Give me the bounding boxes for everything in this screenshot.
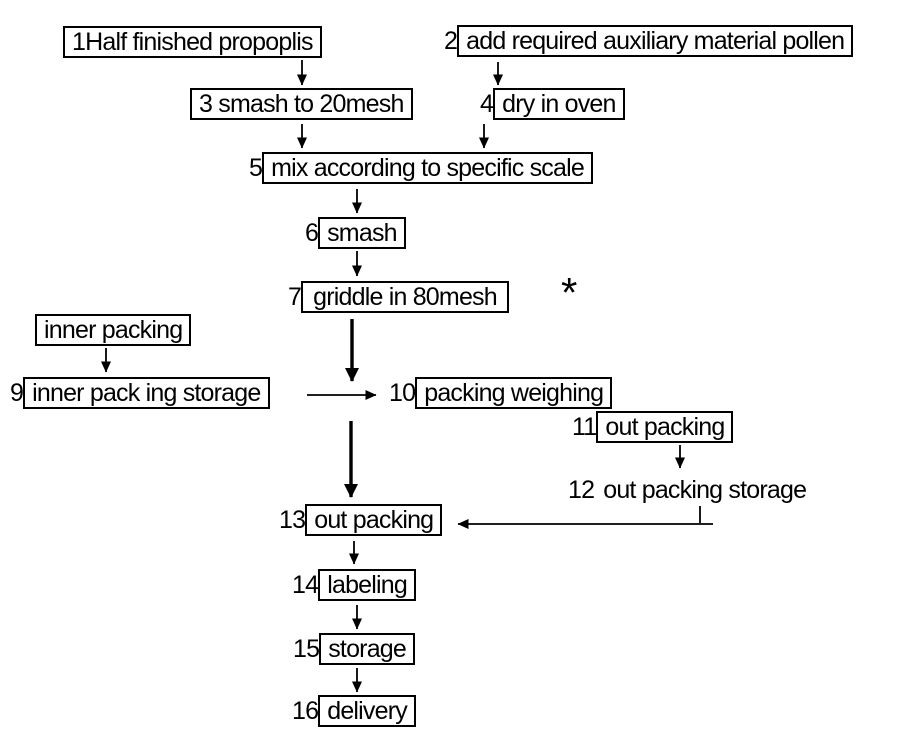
step-number: 13 [279,506,306,534]
step-label: dry in oven [493,88,625,121]
step-label: add required auxiliary material pollen [457,25,854,58]
step-label: inner packing [35,314,192,347]
step-label: labeling [318,569,417,602]
flow-step-inner-packing: inner packing [35,314,192,347]
step-number: 14 [292,571,319,599]
step-number: 6 [305,219,319,247]
step-number: 11 [572,413,597,441]
step-label: packing weighing [415,377,613,410]
step-number: 10 [389,379,416,407]
step-label: smash [318,217,406,250]
step-label: out packing storage [603,476,807,504]
step-number: 4 [480,90,494,118]
step-number: 12 [568,476,595,504]
flow-step-12-out-packing-storage: 12 out packing storage [568,476,807,504]
flow-step-3-smash-20mesh: 3 smash to 20mesh [190,88,413,121]
flow-step-1-half-finished-propolis: 1Half finished propoplis [63,26,322,59]
step-label: storage [319,633,416,666]
step-number: 7 [288,283,302,311]
step-number: 9 [10,379,24,407]
step-label: inner pack ing storage [23,377,270,410]
step-label: out packing [596,411,734,444]
step-label: delivery [318,695,416,728]
step-number: 16 [292,697,319,725]
footnote-asterisk: * [561,269,578,316]
step-label: out packing [305,504,443,537]
step-label: mix according to specific scale [262,152,593,185]
step-label: 1Half finished propoplis [63,26,322,59]
step-number: 15 [293,635,320,663]
step-label: 3 smash to 20mesh [190,88,413,121]
step-number: 5 [249,154,263,182]
step-number: 2 [444,27,458,55]
step-label: griddle in 80mesh [301,281,509,314]
